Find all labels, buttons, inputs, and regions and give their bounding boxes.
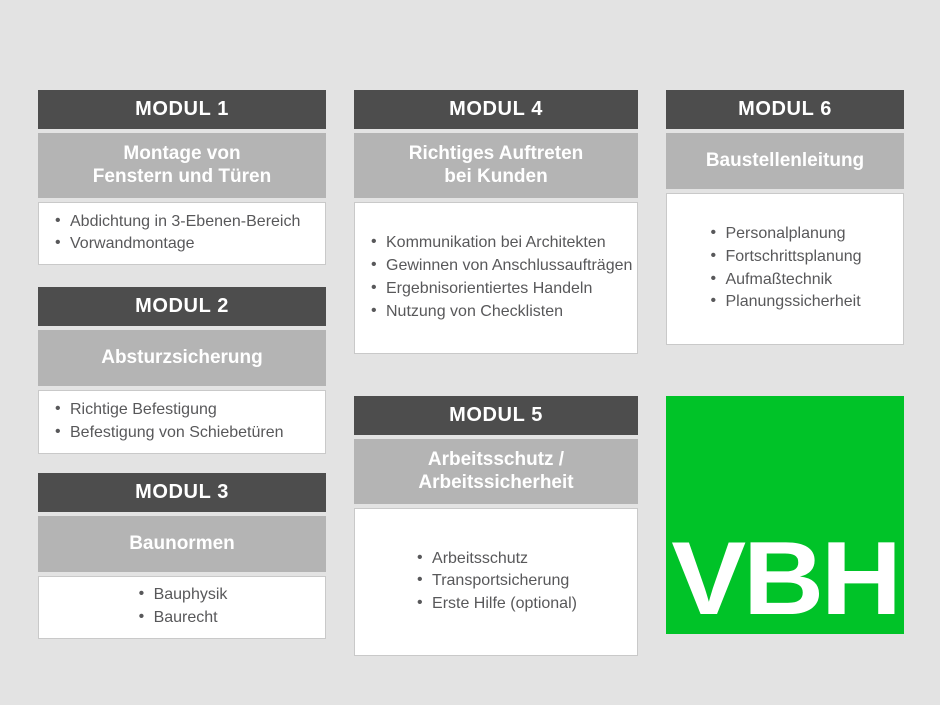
- list-item: Arbeitsschutz: [415, 547, 577, 571]
- module-subtitle-line-1: Absturzsicherung: [101, 347, 263, 368]
- list-item: Abdichtung in 3-Ebenen-Bereich: [53, 210, 311, 234]
- module-subtitle-line-1: Baunormen: [129, 533, 235, 554]
- module-subtitle-modul-1: Montage von Fenstern und Türen: [38, 133, 326, 199]
- module-subtitle-modul-5: Arbeitsschutz / Arbeitssicherheit: [354, 439, 638, 505]
- module-card-modul-3[interactable]: MODUL 3 Baunormen Bauphysik Baurecht: [38, 473, 326, 640]
- module-item-list-modul-4: Kommunikation bei Architekten Gewinnen v…: [369, 231, 632, 324]
- module-body-modul-1: Abdichtung in 3-Ebenen-Bereich Vorwandmo…: [38, 202, 326, 266]
- module-body-modul-2: Richtige Befestigung Befestigung von Sch…: [38, 390, 326, 455]
- module-item-list-modul-6: Personalplanung Fortschrittsplanung Aufm…: [708, 222, 861, 314]
- module-subtitle-line-1: Montage von: [123, 143, 241, 164]
- module-header-modul-5: MODUL 5: [354, 396, 638, 435]
- module-card-modul-2[interactable]: MODUL 2 Absturzsicherung Richtige Befest…: [38, 287, 326, 455]
- module-item-list-modul-2: Richtige Befestigung Befestigung von Sch…: [53, 398, 311, 445]
- list-item: Planungssicherheit: [708, 290, 861, 314]
- list-item: Baurecht: [137, 606, 228, 630]
- module-subtitle-modul-2: Absturzsicherung: [38, 330, 326, 387]
- module-subtitle-line-2: Fenstern und Türen: [92, 166, 272, 188]
- list-item: Gewinnen von Anschlussaufträgen: [369, 254, 632, 278]
- module-header-modul-4: MODUL 4: [354, 90, 638, 129]
- module-item-list-modul-3: Bauphysik Baurecht: [137, 583, 228, 630]
- module-subtitle-line-2: Arbeitssicherheit: [418, 472, 574, 494]
- module-body-modul-5: Arbeitsschutz Transportsicherung Erste H…: [354, 508, 638, 657]
- module-header-modul-3: MODUL 3: [38, 473, 326, 512]
- list-item: Aufmaßtechnik: [708, 268, 861, 292]
- list-item: Personalplanung: [708, 222, 861, 246]
- module-card-modul-4[interactable]: MODUL 4 Richtiges Auftreten bei Kunden K…: [354, 90, 638, 355]
- module-subtitle-modul-6: Baustellenleitung: [666, 133, 904, 190]
- module-subtitle-line-2: bei Kunden: [444, 166, 548, 188]
- module-item-list-modul-1: Abdichtung in 3-Ebenen-Bereich Vorwandmo…: [53, 210, 311, 256]
- module-subtitle-modul-4: Richtiges Auftreten bei Kunden: [354, 133, 638, 199]
- module-body-modul-6: Personalplanung Fortschrittsplanung Aufm…: [666, 193, 904, 346]
- list-item: Ergebnisorientiertes Handeln: [369, 277, 623, 301]
- list-item: Richtige Befestigung: [53, 398, 311, 422]
- list-item: Transportsicherung: [415, 569, 577, 593]
- list-item: Befestigung von Schiebetüren: [53, 421, 311, 445]
- module-card-modul-5[interactable]: MODUL 5 Arbeitsschutz / Arbeitssicherhei…: [354, 396, 638, 657]
- list-item: Fortschrittsplanung: [708, 245, 861, 269]
- module-subtitle-line-1: Richtiges Auftreten: [408, 143, 584, 164]
- vbh-logo: VBH: [666, 396, 904, 634]
- module-header-modul-1: MODUL 1: [38, 90, 326, 129]
- module-card-modul-6[interactable]: MODUL 6 Baustellenleitung Personalplanun…: [666, 90, 904, 346]
- list-item: Vorwandmontage: [53, 232, 311, 256]
- module-card-modul-1[interactable]: MODUL 1 Montage von Fenstern und Türen A…: [38, 90, 326, 266]
- module-header-modul-6: MODUL 6: [666, 90, 904, 129]
- module-body-modul-4: Kommunikation bei Architekten Gewinnen v…: [354, 202, 638, 355]
- module-subtitle-line-1: Baustellenleitung: [705, 150, 865, 171]
- module-header-modul-2: MODUL 2: [38, 287, 326, 326]
- list-item: Nutzung von Checklisten: [369, 300, 623, 324]
- module-item-list-modul-5: Arbeitsschutz Transportsicherung Erste H…: [415, 547, 577, 616]
- list-item: Bauphysik: [137, 583, 228, 607]
- module-body-modul-3: Bauphysik Baurecht: [38, 576, 326, 640]
- list-item: Erste Hilfe (optional): [415, 592, 577, 616]
- module-subtitle-line-1: Arbeitsschutz /: [427, 449, 565, 470]
- module-subtitle-modul-3: Baunormen: [38, 516, 326, 573]
- list-item: Kommunikation bei Architekten: [369, 231, 623, 255]
- vbh-logo-wordmark: VBH: [671, 520, 902, 634]
